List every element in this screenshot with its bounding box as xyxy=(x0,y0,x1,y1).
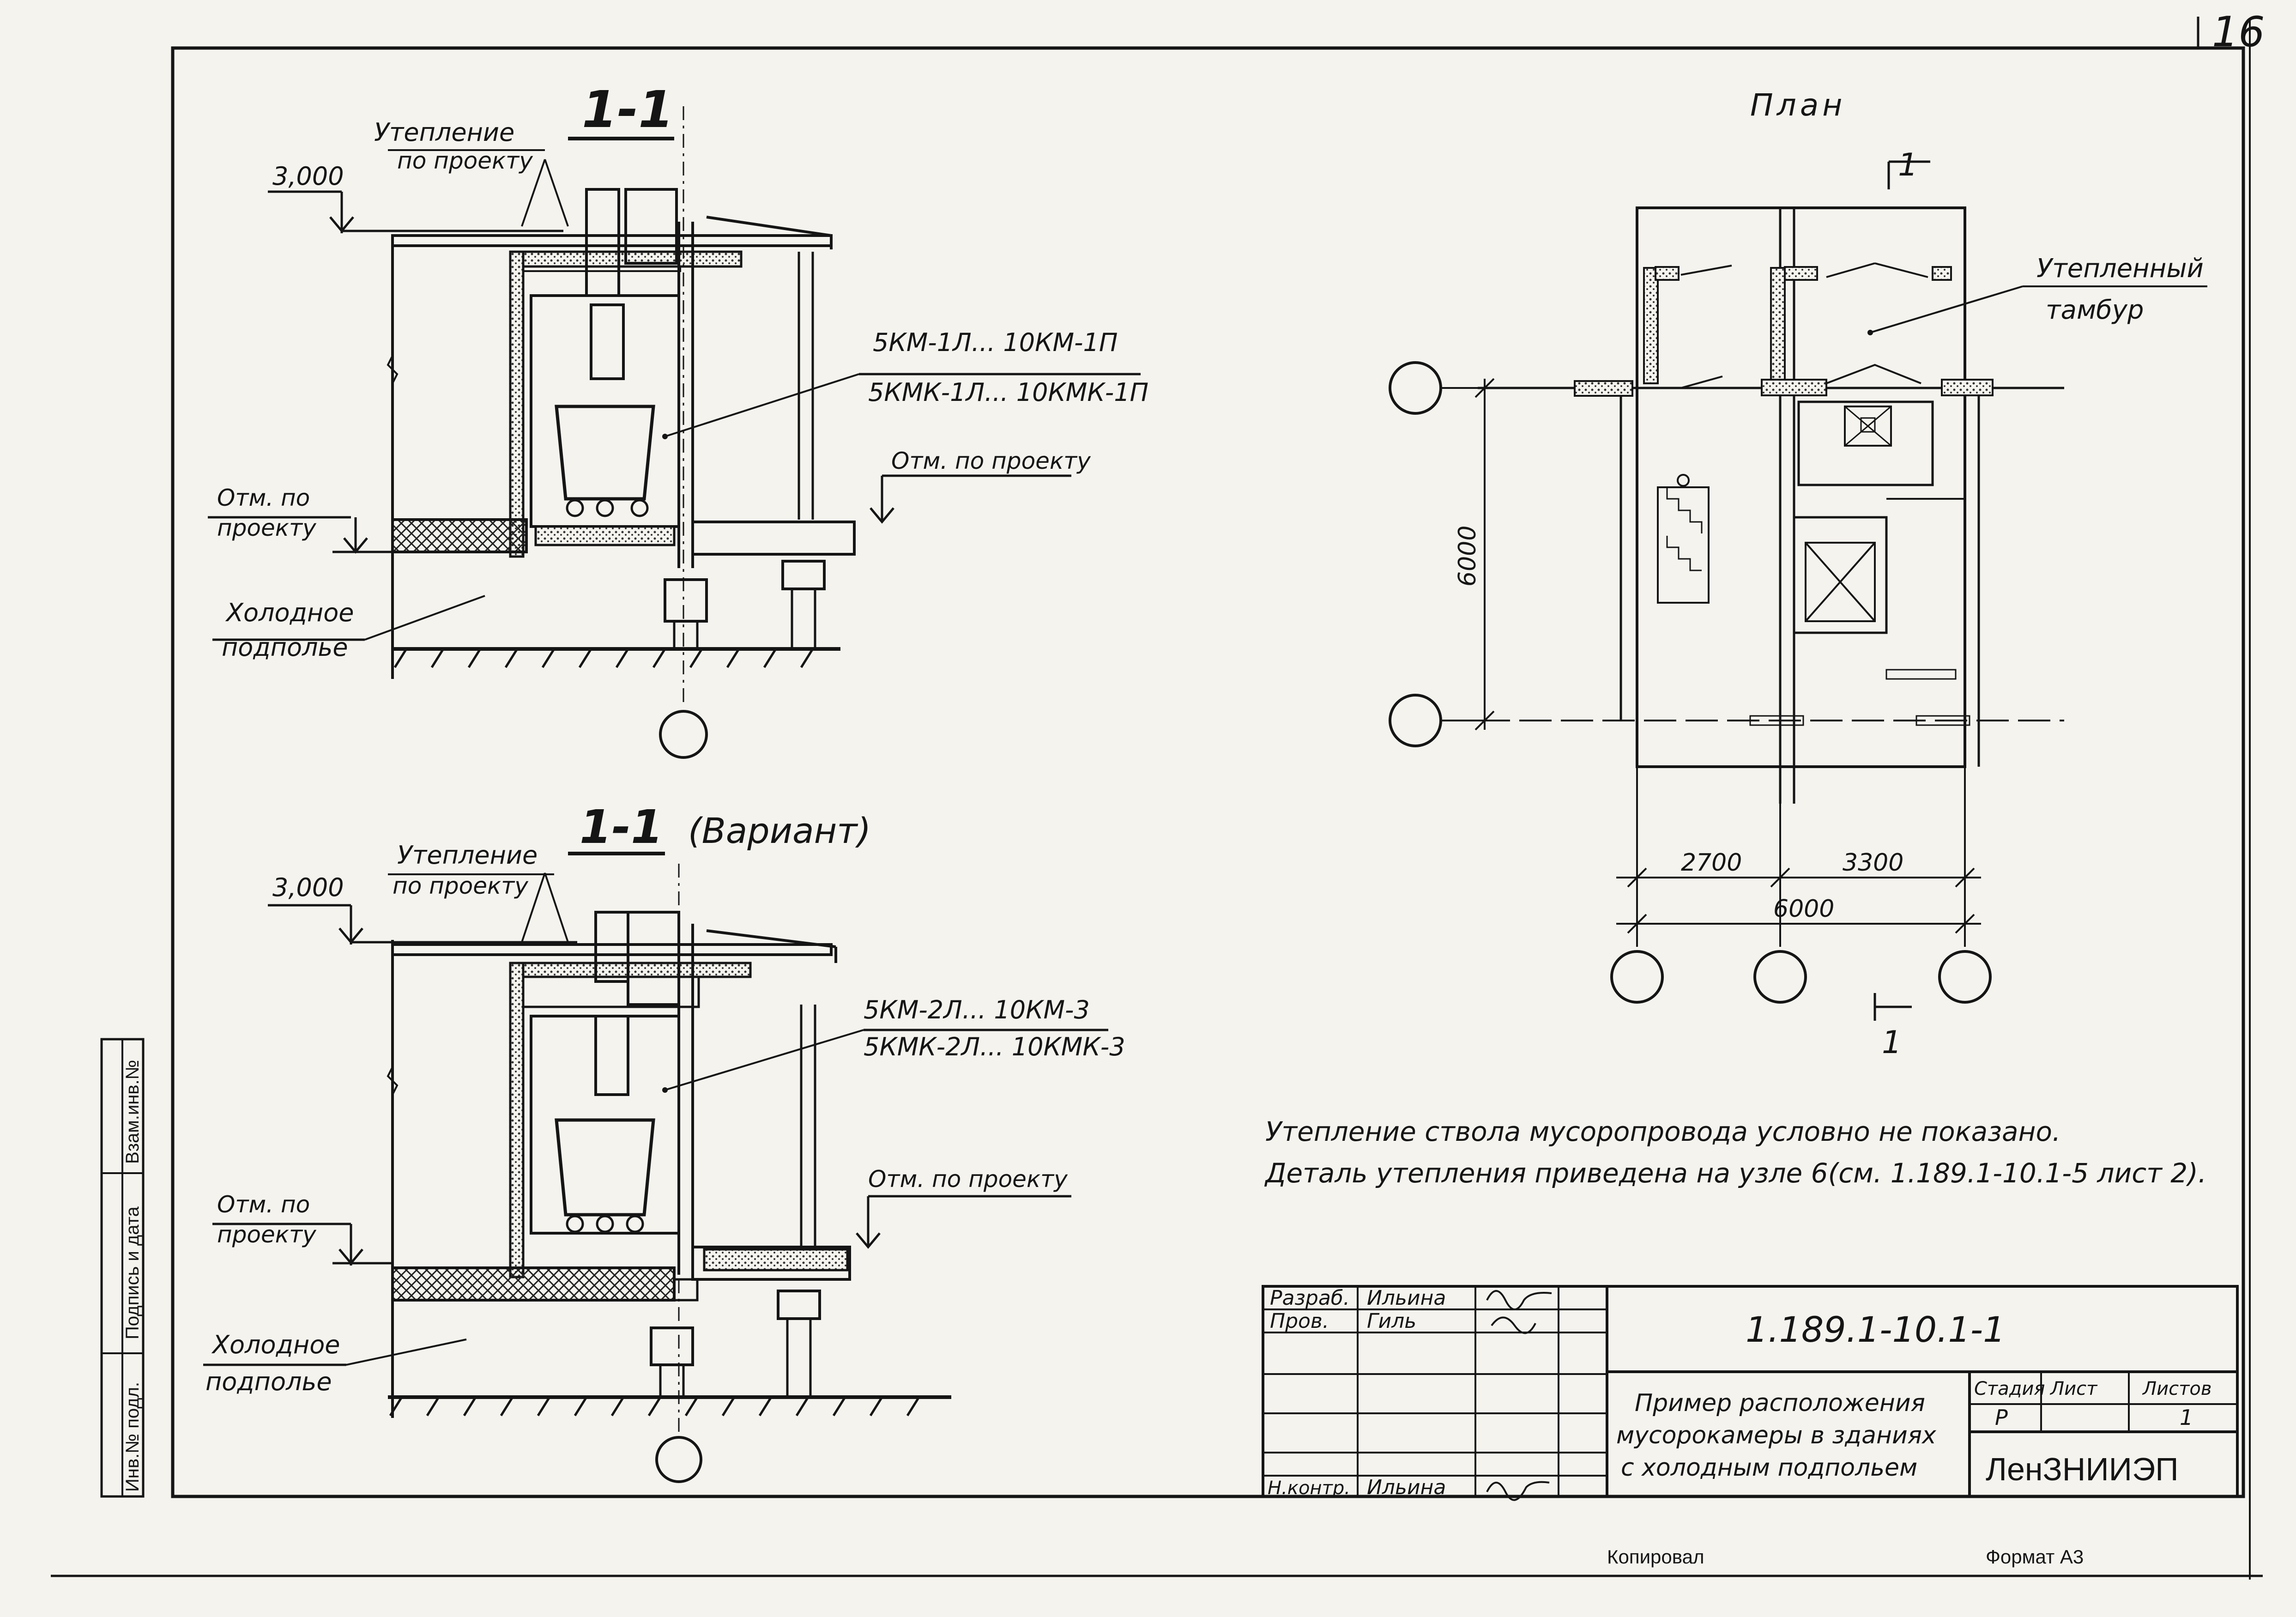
lower-equipment-label-2: 5КМК-2Л... 10КМК-3 xyxy=(864,1032,1125,1061)
sheets-value: 1 xyxy=(2180,1405,2193,1430)
document-code: 1.189.1-10.1-1 xyxy=(1746,1309,2006,1350)
upper-level-left-label: Отм. по xyxy=(217,484,310,511)
lower-equipment-label-1: 5КМ-2Л... 10КМ-3 xyxy=(864,995,1090,1024)
lower-insulation-label-2: по проекту xyxy=(393,872,529,899)
title-block xyxy=(1262,1285,2239,1501)
lower-crawlspace-label-2: подполье xyxy=(205,1367,332,1396)
name-norm-control: Ильина xyxy=(1367,1476,1446,1499)
plan-title: План xyxy=(1750,87,1846,123)
note-line-2: Деталь утепления приведена на узле 6(см.… xyxy=(1264,1157,2206,1189)
side-stamp-col-1: Инв.№ подл. xyxy=(122,1382,143,1492)
lower-section-title: 1-1 xyxy=(580,800,663,854)
description-line-3: с холодным подпольем xyxy=(1621,1454,1917,1482)
side-stamp xyxy=(100,1038,145,1498)
role-developer: Разраб. xyxy=(1270,1286,1350,1310)
side-stamp-col-3: Взам.инв.№ xyxy=(122,1060,143,1164)
lower-level-left-label-2: проекту xyxy=(217,1221,317,1248)
stage-value: Р xyxy=(1995,1405,2008,1430)
lower-level-right-label: Отм. по проекту xyxy=(868,1166,1068,1193)
plan-drawing xyxy=(1389,160,2207,1021)
sheets-header: Листов xyxy=(2142,1378,2211,1399)
plan-dim-6000: 6000 xyxy=(1773,895,1834,923)
plan-vestibule-label: Утепленный xyxy=(2036,254,2204,284)
sheet-number: 16 xyxy=(2212,8,2265,56)
upper-level-left-label-2: проекту xyxy=(217,515,317,541)
upper-insulation-label: Утепление xyxy=(374,118,514,147)
lower-level-left-label: Отм. по xyxy=(217,1191,310,1218)
name-checker: Гиль xyxy=(1367,1309,1416,1333)
plan-vestibule-label-2: тамбур xyxy=(2046,295,2144,325)
upper-equipment-label-1: 5КМ-1Л... 10КМ-1П xyxy=(873,328,1118,357)
note-line-1: Утепление ствола мусоропровода условно н… xyxy=(1265,1116,2060,1147)
upper-equipment-label-2: 5КМК-1Л... 10КМК-1П xyxy=(868,378,1148,407)
organization-name: ЛенЗНИИЭП xyxy=(1986,1451,2179,1487)
plan-dim-vertical: 6000 xyxy=(1454,526,1481,587)
upper-level-right-label: Отм. по проекту xyxy=(891,448,1091,474)
plan-section-marker-bottom: 1 xyxy=(1882,1024,1902,1061)
plan-section-marker-top: 1 xyxy=(1898,147,1918,183)
lower-crawlspace-label: Холодное xyxy=(211,1330,340,1359)
role-norm-control: Н.контр. xyxy=(1268,1478,1350,1499)
plan-dim-3300: 3300 xyxy=(1843,849,1903,877)
footer-format: Формат А3 xyxy=(1986,1546,2084,1568)
role-checker: Пров. xyxy=(1270,1309,1329,1333)
description-line-2: мусорокамеры в зданиях xyxy=(1616,1422,1937,1449)
side-stamp-col-2: Подпись и дата xyxy=(122,1206,143,1339)
upper-crawlspace-label-2: подполье xyxy=(222,633,348,662)
footer-copied: Копировал xyxy=(1607,1546,1704,1568)
sheet-header: Лист xyxy=(2049,1378,2098,1399)
upper-elevation-label: 3,000 xyxy=(272,162,344,191)
upper-insulation-label-2: по проекту xyxy=(397,147,533,174)
stage-header: Стадия xyxy=(1974,1378,2045,1399)
upper-section-title: 1-1 xyxy=(582,80,674,139)
description-line-1: Пример расположения xyxy=(1635,1389,1925,1417)
plan-dim-2700: 2700 xyxy=(1681,849,1742,877)
lower-insulation-label: Утепление xyxy=(397,841,538,870)
upper-crawlspace-label: Холодное xyxy=(225,598,354,627)
name-developer: Ильина xyxy=(1367,1286,1446,1310)
lower-section-drawing xyxy=(203,864,1108,1483)
drawing-frame xyxy=(51,17,2263,1580)
lower-section-variant: (Вариант) xyxy=(688,810,871,851)
upper-section-drawing xyxy=(208,106,1141,759)
lower-elevation-label: 3,000 xyxy=(272,873,344,902)
